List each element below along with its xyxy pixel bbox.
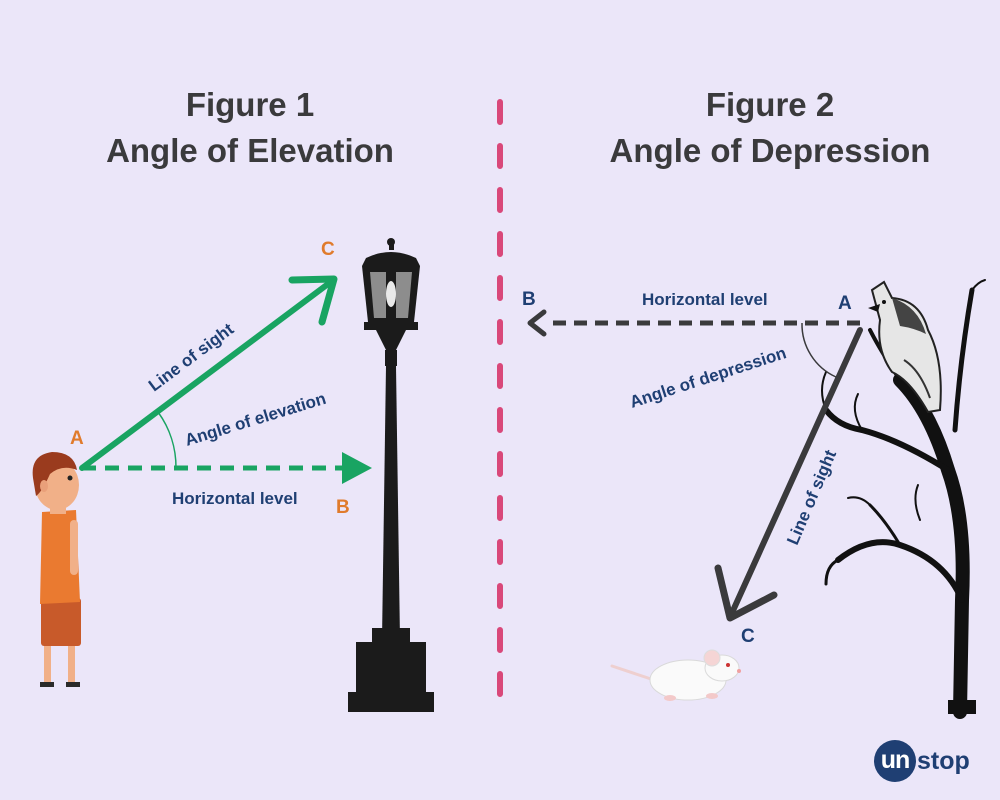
unstop-logo: un stop bbox=[874, 740, 970, 782]
fig2-horizontal-label: Horizontal level bbox=[642, 290, 768, 309]
fig2-point-c: C bbox=[741, 626, 755, 647]
logo-circle: un bbox=[874, 740, 916, 782]
figure2-number: Figure 2 bbox=[705, 86, 835, 123]
figure1-number: Figure 1 bbox=[185, 86, 315, 123]
rat-illustration bbox=[610, 649, 741, 701]
fig1-line-of-sight bbox=[79, 278, 335, 471]
fig2-point-b: B bbox=[522, 289, 536, 310]
fig2-angle-arc bbox=[801, 322, 837, 378]
fig1-horizontal-label: Horizontal level bbox=[172, 489, 298, 508]
fig2-sight-arrowhead bbox=[714, 564, 778, 622]
bird-illustration bbox=[868, 280, 942, 414]
figure1-title: Figure 1 Angle of Elevation bbox=[60, 82, 440, 174]
fig2-point-a: A bbox=[838, 293, 852, 314]
fig2-angle-label: Angle of depression bbox=[627, 343, 788, 412]
fig1-angle-arc bbox=[157, 411, 177, 469]
fig2-line-of-sight-label: Line of sight bbox=[783, 447, 840, 548]
fig2-horizontal-arrowhead bbox=[527, 309, 547, 337]
fig2-line-of-sight bbox=[728, 327, 863, 618]
fig1-angle-label: Angle of elevation bbox=[183, 389, 329, 450]
fig1-horizontal-arrowhead bbox=[342, 452, 372, 484]
fig1-point-b: B bbox=[336, 497, 350, 518]
fig1-point-a: A bbox=[70, 428, 84, 449]
lamp-post-illustration bbox=[348, 238, 434, 712]
figure2-heading: Angle of Depression bbox=[609, 132, 931, 169]
fig1-point-c: C bbox=[321, 239, 335, 260]
logo-text: stop bbox=[917, 746, 970, 775]
boy-illustration bbox=[32, 452, 81, 687]
fig1-sight-arrowhead bbox=[288, 275, 338, 326]
figure1-heading: Angle of Elevation bbox=[106, 132, 394, 169]
tree-illustration bbox=[821, 279, 986, 719]
figure2-title: Figure 2 Angle of Depression bbox=[585, 82, 955, 174]
